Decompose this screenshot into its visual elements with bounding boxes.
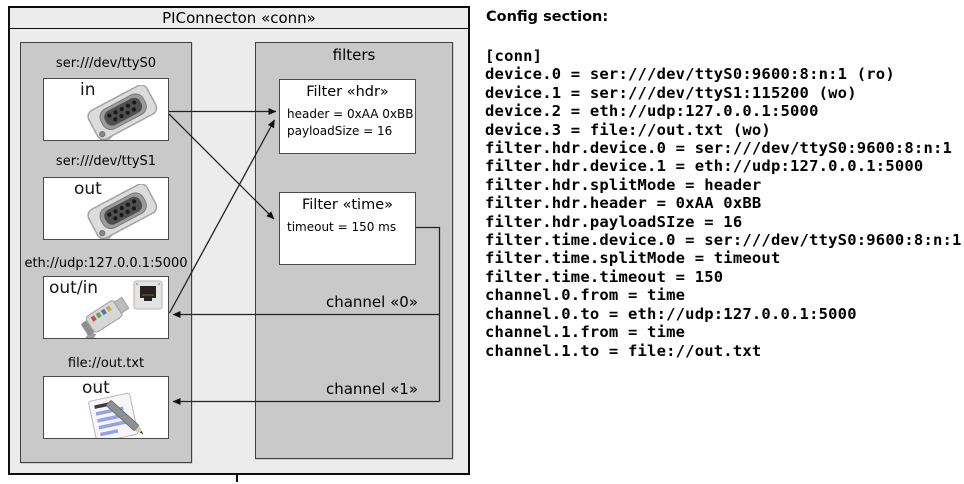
filter-hdr-prop-header: header = 0xAA 0xBB <box>287 107 414 121</box>
port-label: out <box>74 179 102 199</box>
filters-panel: filters Filter «hdr» header = 0xAA 0xBB … <box>255 42 453 459</box>
config-line: channel.1.to = file://out.txt <box>485 341 762 360</box>
config-section-heading: Config section: <box>486 9 609 25</box>
config-line: filter.time.timeout = 150 <box>485 267 724 286</box>
diagram-title: PIConnecton «conn» <box>10 8 468 29</box>
notepad-pencil-icon <box>88 392 144 438</box>
device-box-ttyS1: out <box>43 177 169 240</box>
piconnecton-diagram: PIConnecton «conn» ser:///dev/ttyS0 in <box>8 6 470 475</box>
config-line: filter.hdr.device.0 = ser:///dev/ttyS0:9… <box>485 139 953 158</box>
serial-connector-photo <box>87 85 158 140</box>
device-box-ttyS0: in <box>43 78 169 141</box>
config-line: filter.time.device.0 = ser:///dev/ttyS0:… <box>485 231 962 250</box>
filter-time-box: Filter «time» timeout = 150 ms <box>279 192 416 265</box>
ethernet-jack-icon <box>133 280 163 310</box>
config-line: device.0 = ser:///dev/ttyS0:9600:8:n:1 (… <box>485 65 895 84</box>
port-label: in <box>80 80 96 100</box>
device-uri-ttyS1: ser:///dev/ttyS1 <box>55 154 157 169</box>
filter-hdr-box: Filter «hdr» header = 0xAA 0xBB payloadS… <box>279 79 416 154</box>
config-line: channel.0.to = eth://udp:127.0.0.1:5000 <box>485 304 857 323</box>
config-line: device.1 = ser:///dev/ttyS1:115200 (wo) <box>485 83 857 102</box>
filters-panel-title: filters <box>332 46 376 64</box>
config-line: device.3 = file://out.txt (wo) <box>485 120 771 139</box>
filter-hdr-title: Filter «hdr» <box>306 84 389 100</box>
port-label: out/in <box>49 278 99 298</box>
config-lines: [conn]device.0 = ser:///dev/ttyS0:9600:8… <box>485 47 963 360</box>
config-line: filter.hdr.splitMode = header <box>485 175 762 194</box>
diagram-bottom-notch <box>236 474 238 482</box>
devices-panel: ser:///dev/ttyS0 in <box>20 42 192 463</box>
device-uri-eth: eth://udp:127.0.0.1:5000 <box>24 256 188 271</box>
config-line: filter.hdr.device.1 = eth://udp:127.0.0.… <box>485 157 924 176</box>
ethernet-plug-photo <box>77 296 130 338</box>
channel-1-label: channel «1» <box>325 380 418 398</box>
filter-time-prop-timeout: timeout = 150 ms <box>287 220 397 234</box>
filter-time-title: Filter «time» <box>301 197 394 213</box>
config-line: [conn] <box>485 47 543 65</box>
channel-0-label: channel «0» <box>325 293 418 311</box>
config-line: filter.time.splitMode = timeout <box>485 249 781 268</box>
serial-connector-photo <box>87 184 158 239</box>
device-box-eth: out/in <box>43 276 169 339</box>
config-line: channel.1.from = time <box>485 323 686 342</box>
config-line: channel.0.from = time <box>485 286 686 305</box>
device-uri-ttyS0: ser:///dev/ttyS0 <box>55 56 157 71</box>
config-line: filter.hdr.payloadSIze = 16 <box>485 212 743 231</box>
port-label: out <box>82 378 110 398</box>
device-box-file: out <box>43 376 169 439</box>
config-line: device.2 = eth://udp:127.0.0.1:5000 <box>485 102 819 121</box>
device-uri-file: file://out.txt <box>67 356 145 371</box>
filter-hdr-prop-payloadsize: payloadSize = 16 <box>287 124 393 138</box>
config-line: filter.hdr.header = 0xAA 0xBB <box>485 194 762 213</box>
